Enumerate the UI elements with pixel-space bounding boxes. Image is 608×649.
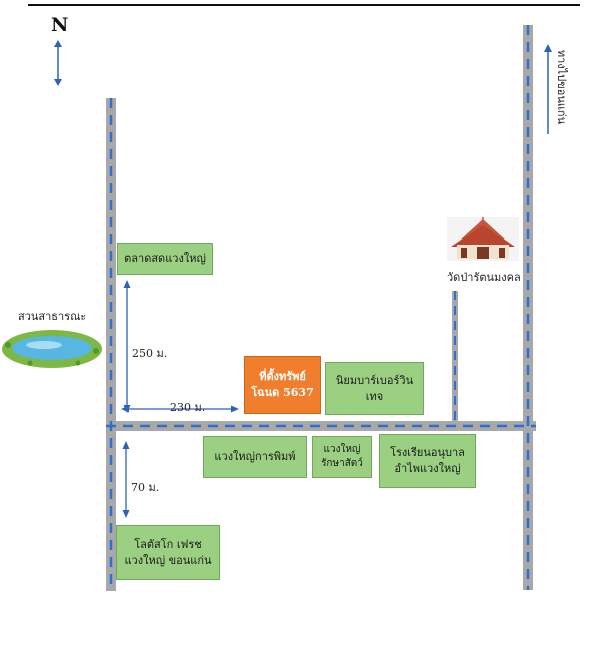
- landmark-market: ตลาดสดแวงใหญ่: [117, 243, 213, 275]
- landmark-animal-care-line2: รักษาสัตว์: [321, 458, 363, 469]
- landmark-market-label: ตลาดสดแวงใหญ่: [124, 252, 206, 266]
- road-main-horizontal: [106, 421, 536, 431]
- landmark-kindergarten-line2: อำไพแวงใหญ่: [394, 462, 461, 475]
- landmark-lotus: โลตัสโก เฟรช แวงใหญ่ ขอนแก่น: [116, 525, 220, 580]
- temple-icon: [447, 217, 519, 261]
- landmark-animal-care: แวงใหญ่ รักษาสัตว์: [312, 436, 372, 478]
- temple-label: วัดป่ารัตนมงคล: [447, 271, 521, 284]
- distance-east: 230 ม.: [170, 401, 206, 414]
- direction-arrow-icon: [544, 44, 552, 134]
- north-label: N: [51, 14, 69, 36]
- landmark-lotus-line2: แวงใหญ่ ขอนแก่น: [124, 553, 212, 567]
- landmark-lotus-line1: โลตัสโก เฟรช: [134, 537, 202, 551]
- landmark-rubber-house-line2: เทจ: [365, 389, 384, 403]
- subject-property-line2: โฉนด 5637: [251, 386, 314, 399]
- distance-south: 70 ม.: [131, 481, 160, 494]
- landmark-rubber-house-line1: นิยมบาร์เบอร์วิน: [335, 373, 414, 387]
- landmark-kindergarten-line1: โรงเรียนอนุบาล: [390, 446, 465, 460]
- road-east: [523, 25, 533, 590]
- park-label: สวนสาธารณะ: [18, 310, 87, 323]
- distance-north: 250 ม.: [132, 347, 168, 360]
- subject-property: ที่ตั้งทรัพย์ โฉนด 5637: [244, 356, 321, 414]
- pond-park-icon: [2, 330, 102, 368]
- header-rule: [28, 4, 580, 6]
- subject-property-line1: ที่ตั้งทรัพย์: [259, 369, 306, 383]
- landmark-rubber-house: นิยมบาร์เบอร์วิน เทจ: [325, 362, 424, 415]
- landmark-kindergarten: โรงเรียนอนุบาล อำไพแวงใหญ่: [379, 434, 476, 488]
- landmark-printing: แวงใหญ่การพิมพ์: [203, 436, 307, 478]
- north-arrow-icon: [54, 40, 62, 86]
- landmark-animal-care-line1: แวงใหญ่: [323, 443, 361, 455]
- landmark-printing-label: แวงใหญ่การพิมพ์: [214, 450, 296, 464]
